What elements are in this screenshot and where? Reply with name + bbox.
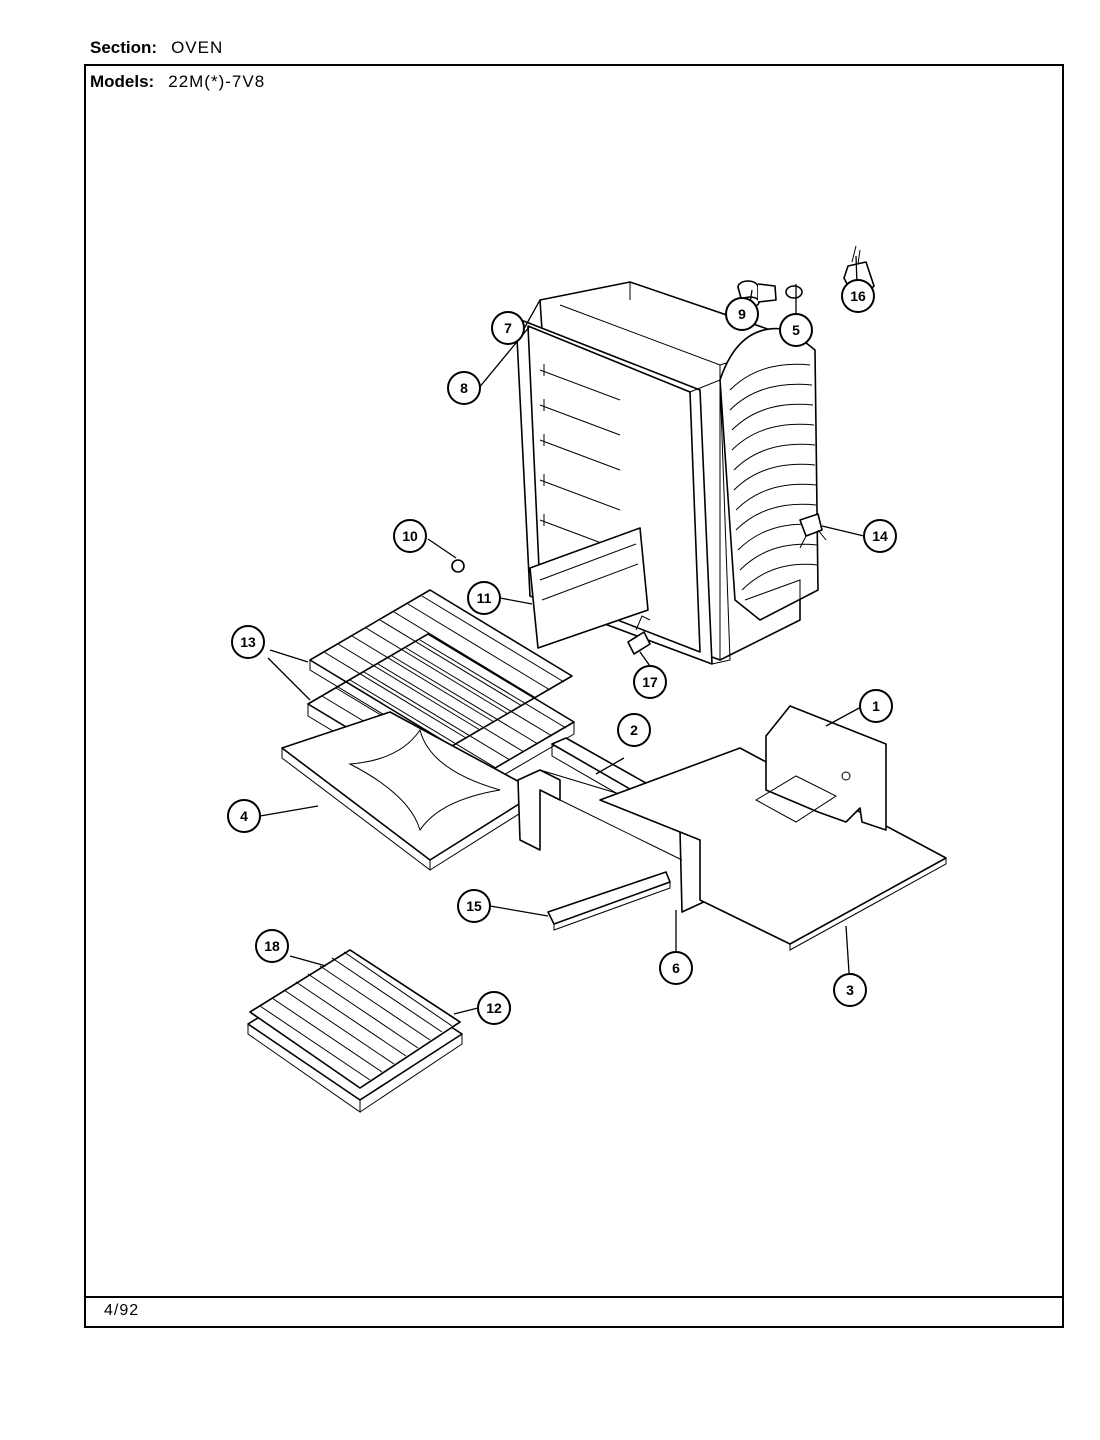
section-heading: Section: OVEN bbox=[90, 38, 223, 58]
callout-14: 14 bbox=[863, 519, 897, 553]
callout-15-label: 15 bbox=[466, 898, 482, 914]
callout-6: 6 bbox=[659, 951, 693, 985]
callout-12-label: 12 bbox=[486, 1000, 502, 1016]
callout-4: 4 bbox=[227, 799, 261, 833]
callout-13-label: 13 bbox=[240, 634, 256, 650]
callout-4-label: 4 bbox=[240, 808, 248, 824]
base-panel bbox=[599, 747, 947, 951]
callout-1: 1 bbox=[859, 689, 893, 723]
section-label: Section: bbox=[90, 38, 158, 57]
callout-8-label: 8 bbox=[460, 380, 468, 396]
callout-1-label: 1 bbox=[872, 698, 880, 714]
callout-5: 5 bbox=[779, 313, 813, 347]
callout-9-label: 9 bbox=[738, 306, 746, 322]
callout-2: 2 bbox=[617, 713, 651, 747]
insulation-wrap bbox=[719, 327, 819, 621]
callout-10: 10 bbox=[393, 519, 427, 553]
broiler-pan bbox=[247, 949, 463, 1113]
callout-5-label: 5 bbox=[792, 322, 800, 338]
callout-14-label: 14 bbox=[872, 528, 888, 544]
part-11-plate bbox=[529, 527, 649, 649]
callout-16-label: 16 bbox=[850, 288, 866, 304]
models-value: 22M(*)-7V8 bbox=[168, 72, 266, 91]
callout-17-label: 17 bbox=[642, 674, 658, 690]
callout-11: 11 bbox=[467, 581, 501, 615]
callout-7: 7 bbox=[491, 311, 525, 345]
callout-17: 17 bbox=[633, 665, 667, 699]
callout-13: 13 bbox=[231, 625, 265, 659]
revision-date: 4/92 bbox=[104, 1302, 140, 1319]
part-17-clip bbox=[627, 615, 651, 655]
section-value: OVEN bbox=[171, 38, 224, 57]
back-panel bbox=[754, 705, 887, 831]
callout-11-label: 11 bbox=[477, 590, 492, 606]
callout-18-label: 18 bbox=[264, 938, 280, 954]
callout-6-label: 6 bbox=[672, 960, 680, 976]
callout-3: 3 bbox=[833, 973, 867, 1007]
callout-7-label: 7 bbox=[504, 320, 512, 336]
models-label: Models: bbox=[90, 72, 155, 91]
callout-9: 9 bbox=[725, 297, 759, 331]
footer-rule bbox=[84, 1296, 1064, 1298]
callout-10-label: 10 bbox=[402, 528, 418, 544]
oven-bottom-plate bbox=[281, 711, 539, 872]
callout-3-label: 3 bbox=[846, 982, 854, 998]
callout-18: 18 bbox=[255, 929, 289, 963]
callout-15: 15 bbox=[457, 889, 491, 923]
callout-8: 8 bbox=[447, 371, 481, 405]
callout-2-label: 2 bbox=[630, 722, 638, 738]
models-heading: Models: 22M(*)-7V8 bbox=[90, 72, 265, 92]
part-14-clip bbox=[799, 513, 827, 549]
part-10-knob bbox=[451, 559, 465, 573]
callout-16: 16 bbox=[841, 279, 875, 313]
diagram-frame bbox=[84, 64, 1064, 1328]
callout-12: 12 bbox=[477, 991, 511, 1025]
